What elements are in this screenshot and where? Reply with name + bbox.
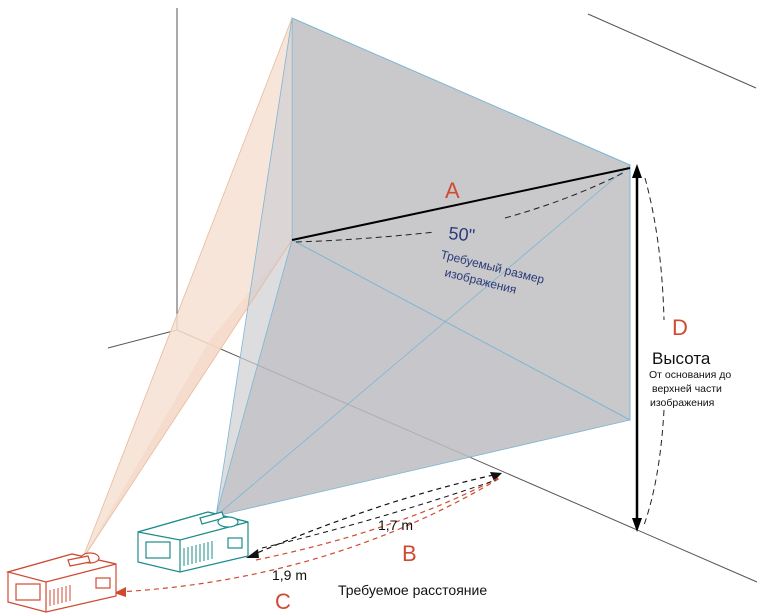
- distance-near-value: 1,7 m: [378, 517, 413, 533]
- diagonal-a-dashed-left: [295, 231, 436, 243]
- height-arrow-bottom-head: [632, 518, 642, 532]
- diagonal-a-line: [291, 167, 631, 241]
- screen-size-value: 50": [448, 223, 476, 246]
- distance-far-value: 1,9 m: [272, 567, 307, 583]
- wall-top-right-line: [587, 13, 757, 89]
- height-title: Высота: [652, 349, 711, 368]
- far-projector: [5, 552, 117, 613]
- beam-edges: [215, 17, 631, 517]
- distance-b-black-inner: [261, 479, 497, 549]
- height-note-line1: От основания до: [649, 369, 731, 381]
- height-d-dashed-arc-bottom: [643, 409, 665, 526]
- distance-c-arrow-left: [114, 587, 126, 597]
- height-note-line3: изображения: [650, 397, 714, 409]
- diagonal-a-dashed-right: [504, 171, 626, 219]
- distance-b-arrow-right: [490, 472, 502, 481]
- label-c: C: [275, 589, 291, 614]
- height-arrow-top-head: [632, 164, 642, 178]
- distance-c-red: [117, 477, 501, 593]
- distance-b-arrow-left: [246, 549, 259, 558]
- label-a: A: [445, 178, 460, 203]
- distance-b-black-upper: [249, 473, 499, 557]
- distance-caption: Требуемое расстояние: [338, 582, 487, 598]
- far-beam-edges: [81, 17, 293, 561]
- height-note-line2: верхней части: [652, 383, 722, 395]
- label-b: B: [402, 541, 417, 566]
- near-projector-beam: [216, 240, 630, 516]
- near-projector: [137, 511, 249, 573]
- floor-left-line: [107, 329, 178, 349]
- distance-b-red-lower: [255, 477, 499, 561]
- height-d-dashed-arc-top: [644, 177, 665, 321]
- label-d: D: [672, 315, 688, 340]
